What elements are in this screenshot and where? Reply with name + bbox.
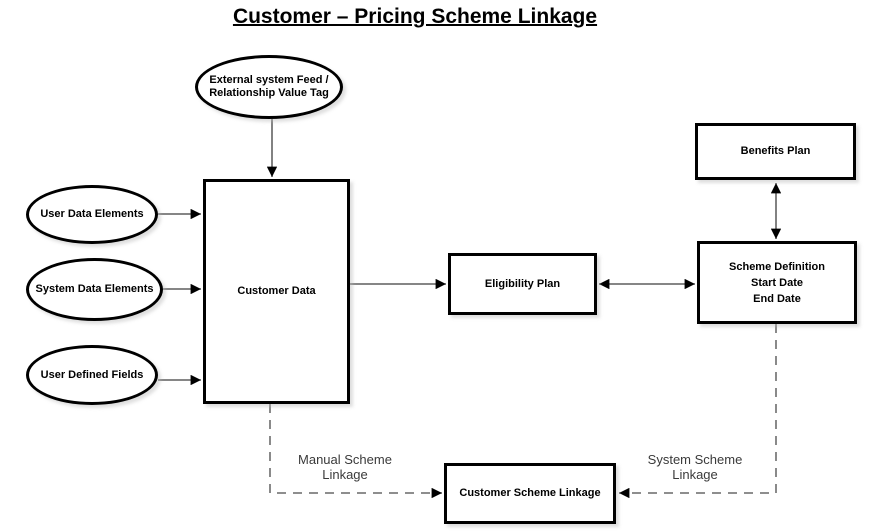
edge-label-system-scheme-linkage: System Scheme Linkage xyxy=(647,452,743,482)
node-customer-scheme-linkage-label: Customer Scheme Linkage xyxy=(459,487,601,499)
diagram-title: Customer – Pricing Scheme Linkage xyxy=(232,5,598,28)
node-external-system-feed-label: External system Feed / Relationship Valu… xyxy=(209,74,329,99)
node-user-data-elements-label: User Data Elements xyxy=(40,208,144,220)
node-eligibility-plan: Eligibility Plan xyxy=(448,253,597,315)
node-eligibility-plan-label: Eligibility Plan xyxy=(484,277,561,290)
edge-label-manual-scheme-linkage: Manual Scheme Linkage xyxy=(298,452,392,482)
node-external-system-feed: External system Feed / Relationship Valu… xyxy=(195,55,343,119)
node-customer-data: Customer Data xyxy=(203,179,350,404)
node-customer-data-label: Customer Data xyxy=(237,285,316,297)
node-customer-scheme-linkage: Customer Scheme Linkage xyxy=(444,463,616,524)
node-system-data-elements: System Data Elements xyxy=(26,258,163,321)
node-scheme-definition-label: Scheme Definition Start Date End Date xyxy=(729,260,825,305)
node-system-data-elements-label: System Data Elements xyxy=(35,283,154,295)
node-scheme-definition: Scheme Definition Start Date End Date xyxy=(697,241,857,324)
node-user-defined-fields: User Defined Fields xyxy=(26,345,158,405)
node-benefits-plan: Benefits Plan xyxy=(695,123,856,180)
node-benefits-plan-label: Benefits Plan xyxy=(740,145,811,157)
node-user-defined-fields-label: User Defined Fields xyxy=(40,368,144,381)
node-user-data-elements: User Data Elements xyxy=(26,185,158,244)
